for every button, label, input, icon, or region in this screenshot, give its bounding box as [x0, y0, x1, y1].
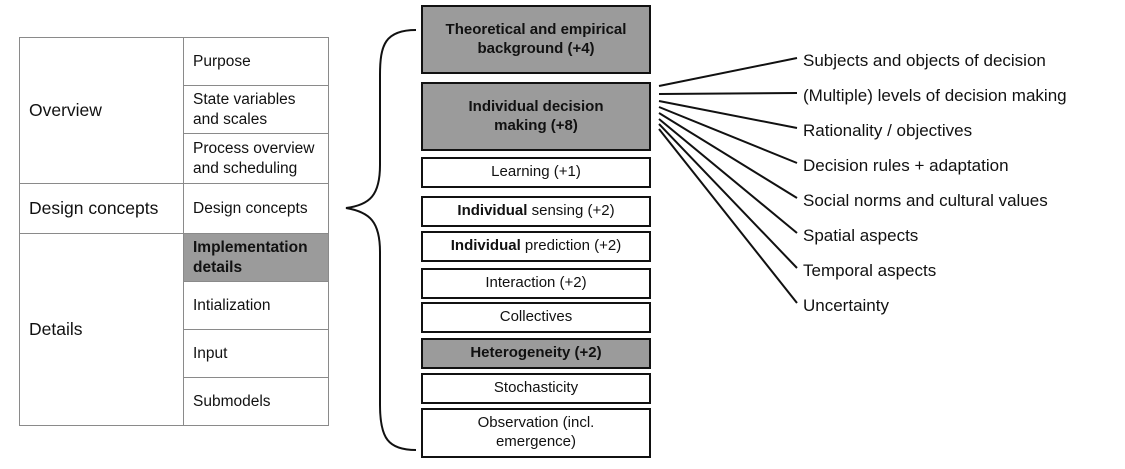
item-submodels: Submodels: [183, 377, 329, 426]
aspect-connector-line: [658, 100, 798, 129]
aspect-rationality: Rationality / objectives: [803, 121, 973, 140]
item-process-overview: Process overview and scheduling: [183, 133, 329, 184]
aspect-temporal: Temporal aspects: [803, 261, 937, 280]
aspect-connector-line: [658, 57, 798, 87]
aspect-connector-line: [658, 112, 798, 199]
aspect-spatial: Spatial aspects: [803, 226, 919, 245]
concept-observation: Observation (incl. emergence): [421, 408, 651, 458]
item-implementation-details: Implementation details: [183, 233, 329, 282]
decision-aspect-connectors: [658, 57, 798, 304]
concept-individual-prediction: Individual prediction (+2): [421, 231, 651, 262]
aspect-social-norms: Social norms and cultural values: [803, 191, 1048, 210]
concept-stochasticity: Stochasticity: [421, 373, 651, 404]
item-initialization: Intialization: [183, 281, 329, 330]
section-design-concepts: Design concepts: [19, 183, 184, 234]
item-input: Input: [183, 329, 329, 378]
section-details: Details: [19, 233, 184, 426]
concept-heterogeneity: Heterogeneity (+2): [421, 338, 651, 369]
concept-interaction: Interaction (+2): [421, 268, 651, 299]
aspect-connector-line: [658, 92, 798, 95]
aspect-levels-decision: (Multiple) levels of decision making: [803, 86, 1067, 105]
aspect-connector-line: [658, 106, 798, 164]
concept-collectives: Collectives: [421, 302, 651, 333]
concept-learning: Learning (+1): [421, 157, 651, 188]
item-design-concepts: Design concepts: [183, 183, 329, 234]
aspect-uncertainty: Uncertainty: [803, 296, 889, 315]
section-overview: Overview: [19, 37, 184, 184]
curly-brace: [345, 29, 417, 451]
aspect-decision-rules: Decision rules + adaptation: [803, 156, 1009, 175]
concept-individual-decision-making: Individual decision making (+8): [421, 82, 651, 151]
aspect-subjects-objects: Subjects and objects of decision: [803, 51, 1046, 70]
aspect-connector-line: [658, 128, 798, 304]
aspect-connector-line: [658, 118, 798, 234]
aspect-connector-line: [658, 123, 798, 269]
concept-individual-sensing: Individual sensing (+2): [421, 196, 651, 227]
item-state-variables: State variables and scales: [183, 85, 329, 134]
concept-theoretical-background: Theoretical and empirical background (+4…: [421, 5, 651, 74]
odd-protocol-table: Overview Purpose State variables and sca…: [19, 37, 329, 426]
